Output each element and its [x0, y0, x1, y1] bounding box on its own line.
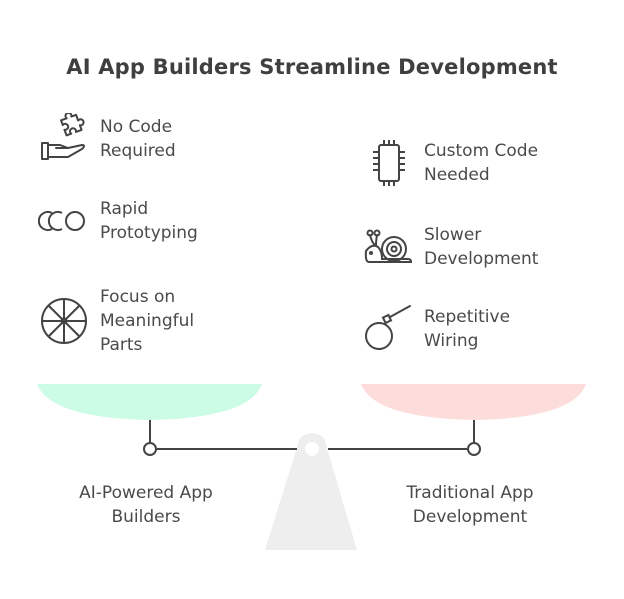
right-item-label: Repetitive Wiring [424, 307, 511, 351]
wire-loop-icon [362, 303, 414, 355]
left-item-label: Focus on Meaningful Parts [100, 287, 195, 355]
right-item-wiring: Repetitive Wiring [362, 303, 510, 355]
right-item-custom-code: Custom Code Needed [362, 137, 538, 189]
left-side-label: AI-Powered App Builders [79, 483, 213, 527]
pivot-stand [265, 433, 357, 550]
right-item-label: Slower Development [424, 225, 539, 269]
left-item-label: No Code Required [100, 117, 176, 161]
right-item-label: Custom Code Needed [424, 141, 539, 185]
page-title: AI App Builders Streamline Development [66, 55, 558, 79]
left-item-rapid-prototyping: Rapid Prototyping [38, 195, 198, 247]
right-pan [361, 384, 586, 420]
left-item-label: Rapid Prototyping [100, 199, 198, 243]
left-pan [37, 384, 262, 420]
right-side-label: Traditional App Development [406, 483, 534, 527]
right-item-slower: Slower Development [362, 221, 538, 273]
left-item-no-code: No Code Required [38, 113, 176, 165]
chip-icon [362, 137, 414, 189]
hand-puzzle-icon [38, 113, 90, 165]
snail-icon [362, 221, 414, 273]
circles-icon [38, 195, 90, 247]
left-item-focus: Focus on Meaningful Parts [38, 285, 194, 357]
wheel-icon [38, 295, 90, 347]
